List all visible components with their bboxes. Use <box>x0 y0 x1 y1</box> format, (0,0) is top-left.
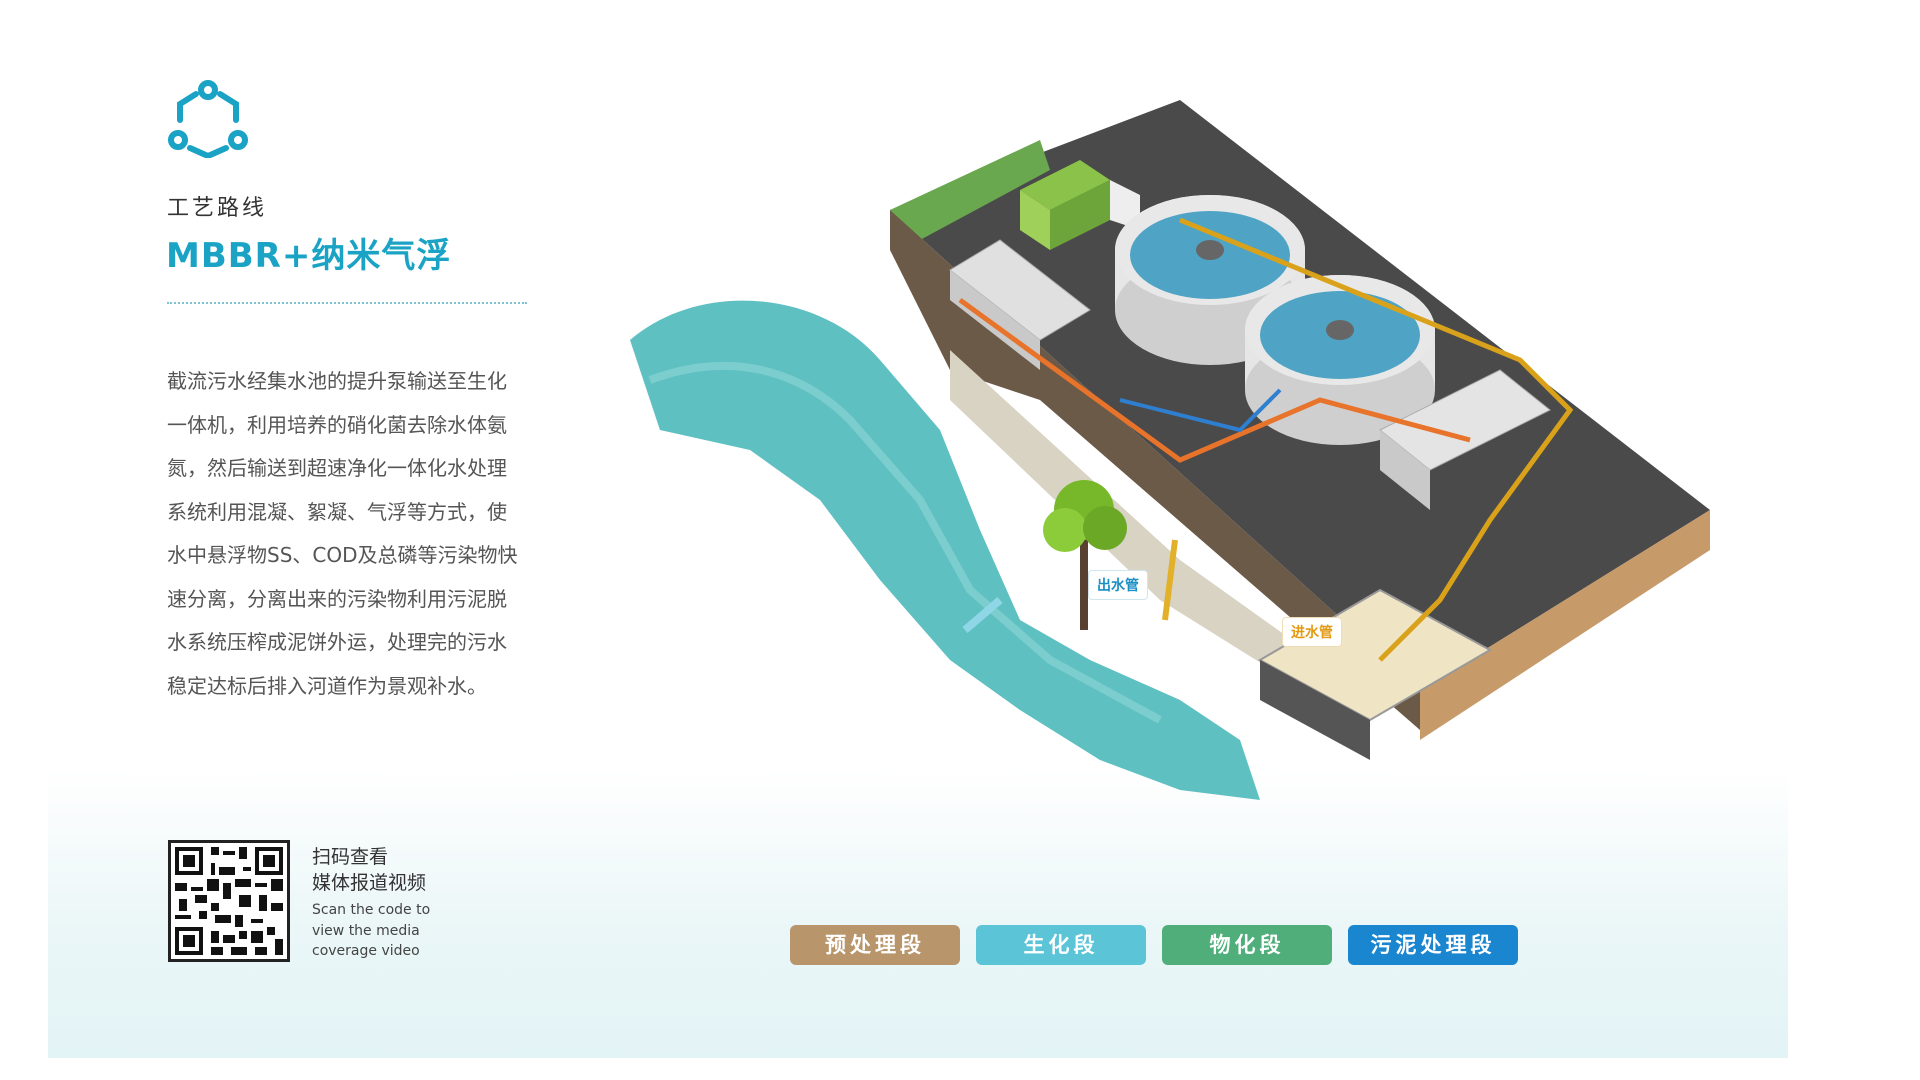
process-description: 截流污水经集水池的提升泵输送至生化 一体机，利用培养的硝化菌去除水体氨 氮，然后… <box>167 360 547 708</box>
description-line: 水系统压榨成泥饼外运，处理完的污水 <box>167 630 507 654</box>
inlet-pipe-label: 进水管 <box>1282 617 1342 647</box>
description-line: 一体机，利用培养的硝化菌去除水体氨 <box>167 412 507 437</box>
stage-biochemical: 生化段 <box>976 925 1146 965</box>
inlet-flow <box>1162 539 1178 621</box>
description-line: 系统利用混凝、絮凝、气浮等方式，使 <box>167 499 507 524</box>
qr-caption-en: view the media <box>312 923 420 939</box>
outlet-water <box>962 596 1003 634</box>
description-line: 氮，然后输送到超速净化一体化水处理 <box>167 456 507 480</box>
embankment <box>950 350 1320 700</box>
process-stages: 预处理段 生化段 物化段 污泥处理段 <box>790 925 1530 965</box>
description-line: 稳定达标后排入河道作为景观补水。 <box>167 673 487 698</box>
flotation-unit <box>1379 369 1551 471</box>
section-subtitle: 工艺路线 <box>167 196 268 221</box>
collection-tank <box>1257 588 1493 722</box>
grass-slope <box>890 140 1050 240</box>
description-line: 速分离，分离出来的污染物利用污泥脱 <box>167 586 507 611</box>
stage-pretreatment: 预处理段 <box>790 925 960 965</box>
blue-pipe <box>1119 388 1282 433</box>
garbage-truck <box>1020 160 1140 250</box>
mbbr-units <box>949 239 1091 341</box>
stage-sludge-treatment: 污泥处理段 <box>1348 925 1518 965</box>
qr-caption-cn: 扫码查看 <box>312 846 389 868</box>
process-title: MBBR+纳米气浮 <box>166 236 452 276</box>
qr-caption-en: coverage video <box>312 943 420 959</box>
description-line: 水中悬浮物SS、COD及总磷等污染物快 <box>167 543 518 567</box>
stage-physicochemical: 物化段 <box>1162 925 1332 965</box>
qr-code[interactable] <box>168 840 290 962</box>
qr-caption-cn: 媒体报道视频 <box>312 872 427 894</box>
treatment-plant-illustration <box>630 100 1710 800</box>
soil-right <box>1420 510 1710 740</box>
yellow-pipe <box>1179 217 1574 662</box>
outlet-pipe-label: 出水管 <box>1088 570 1148 600</box>
description-line: 截流污水经集水池的提升泵输送至生化 <box>167 369 507 393</box>
process-logo-icon <box>168 80 248 158</box>
sedimentation-tank-2 <box>1245 275 1435 445</box>
qr-caption-en: Scan the code to <box>312 902 431 918</box>
tree <box>1043 480 1127 630</box>
orange-pipe <box>958 297 1471 463</box>
title-divider <box>167 302 527 304</box>
